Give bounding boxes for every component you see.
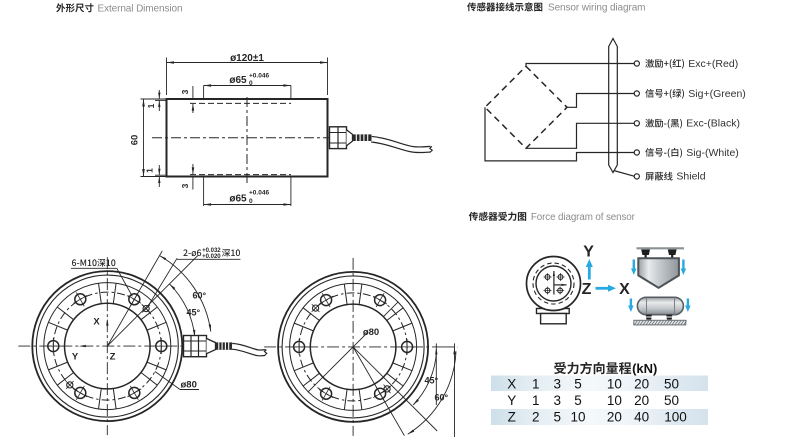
svg-text:0: 0 xyxy=(249,198,253,205)
svg-text:50: 50 xyxy=(664,377,679,392)
svg-text:0: 0 xyxy=(249,80,253,87)
svg-text:Shield: Shield xyxy=(676,171,705,183)
svg-text:ø65: ø65 xyxy=(229,75,247,86)
svg-text:(kN): (kN) xyxy=(632,361,657,376)
svg-text:Sig+(Green): Sig+(Green) xyxy=(688,88,745,100)
svg-text:20: 20 xyxy=(634,377,649,392)
svg-text:10: 10 xyxy=(570,410,585,425)
svg-text:+0.020: +0.020 xyxy=(202,254,221,260)
svg-text:+0.046: +0.046 xyxy=(249,73,269,80)
svg-text:Exc-(Black): Exc-(Black) xyxy=(686,118,740,130)
svg-text:ø80: ø80 xyxy=(181,380,197,391)
svg-text:45°: 45° xyxy=(425,376,439,386)
svg-text:1: 1 xyxy=(145,168,155,173)
svg-text:Z: Z xyxy=(110,352,116,363)
svg-text:50: 50 xyxy=(664,393,679,408)
svg-text:+0.032: +0.032 xyxy=(202,248,221,254)
svg-text:5: 5 xyxy=(574,393,582,408)
svg-text:2: 2 xyxy=(532,410,540,425)
svg-text:ø65: ø65 xyxy=(229,194,247,205)
svg-text:X: X xyxy=(507,377,516,392)
svg-text:Exc+(Red): Exc+(Red) xyxy=(688,58,738,70)
svg-text:Y: Y xyxy=(72,352,79,363)
svg-text:Force diagram of sensor: Force diagram of sensor xyxy=(531,212,636,223)
svg-text:Z: Z xyxy=(508,410,516,425)
svg-text:3: 3 xyxy=(180,183,190,188)
svg-text:20: 20 xyxy=(607,410,622,425)
svg-text:Sig-(White): Sig-(White) xyxy=(686,147,739,159)
svg-text:Z: Z xyxy=(582,281,592,298)
svg-text:60: 60 xyxy=(130,135,141,146)
svg-text:20: 20 xyxy=(634,393,649,408)
svg-text:3: 3 xyxy=(553,393,561,408)
svg-text:1: 1 xyxy=(532,377,540,392)
svg-text:3: 3 xyxy=(553,377,561,392)
svg-text:60°: 60° xyxy=(193,291,207,301)
svg-text:10: 10 xyxy=(607,377,622,392)
svg-text:40: 40 xyxy=(634,410,649,425)
svg-text:10: 10 xyxy=(607,393,622,408)
svg-text:3: 3 xyxy=(180,89,190,94)
svg-text:+0.046: +0.046 xyxy=(249,190,269,197)
svg-text:X: X xyxy=(619,281,630,298)
svg-text:X: X xyxy=(93,317,100,328)
svg-text:5: 5 xyxy=(553,410,561,425)
svg-text:45°: 45° xyxy=(187,308,201,318)
svg-text:1: 1 xyxy=(532,393,540,408)
svg-text:ø80: ø80 xyxy=(363,327,379,338)
svg-text:1: 1 xyxy=(146,103,156,108)
svg-text:External Dimension: External Dimension xyxy=(98,3,183,14)
svg-text:5: 5 xyxy=(574,377,582,392)
svg-text:Sensor wiring diagram: Sensor wiring diagram xyxy=(548,3,645,14)
svg-text:Y: Y xyxy=(507,393,516,408)
svg-text:ø120±1: ø120±1 xyxy=(230,53,264,64)
svg-text:Y: Y xyxy=(583,244,594,261)
svg-text:60°: 60° xyxy=(435,393,449,403)
svg-text:100: 100 xyxy=(664,410,687,425)
